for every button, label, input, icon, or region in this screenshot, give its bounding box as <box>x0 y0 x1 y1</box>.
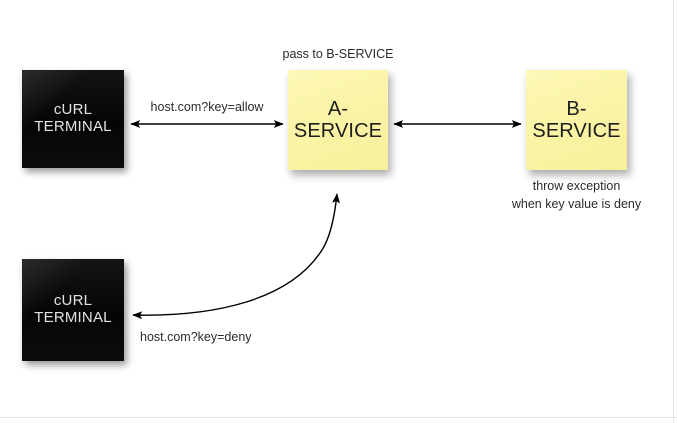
b-service-line2: SERVICE <box>532 120 621 142</box>
curl-terminal-allow-line2: TERMINAL <box>34 118 112 135</box>
b-service-line1: B- <box>566 97 587 120</box>
caption-throw-exception-line1: throw exception <box>532 179 621 193</box>
caption-throw-exception-line2: when key value is deny <box>511 197 642 211</box>
caption-request-allow: host.com?key=allow <box>150 100 264 114</box>
b-service-node[interactable]: B- SERVICE <box>526 70 627 170</box>
caption-pass-to-b-service: pass to B-SERVICE <box>282 47 394 61</box>
a-service-line1: A- <box>327 97 349 120</box>
connector-a-service-to-terminal-deny <box>132 193 341 320</box>
page-edge-right <box>673 0 674 423</box>
a-service-node[interactable]: A- SERVICE <box>288 70 388 170</box>
a-service-line2: SERVICE <box>293 120 383 142</box>
curl-terminal-allow-line1: cURL <box>53 101 93 119</box>
curl-terminal-deny-line1: cURL <box>53 292 93 310</box>
curl-terminal-deny[interactable]: cURL TERMINAL <box>22 259 124 361</box>
caption-response-deny: host.com?key=deny <box>140 330 252 344</box>
page-edge-bottom <box>0 417 677 418</box>
curl-terminal-deny-line2: TERMINAL <box>34 309 112 326</box>
curl-terminal-allow[interactable]: cURL TERMINAL <box>22 70 124 168</box>
